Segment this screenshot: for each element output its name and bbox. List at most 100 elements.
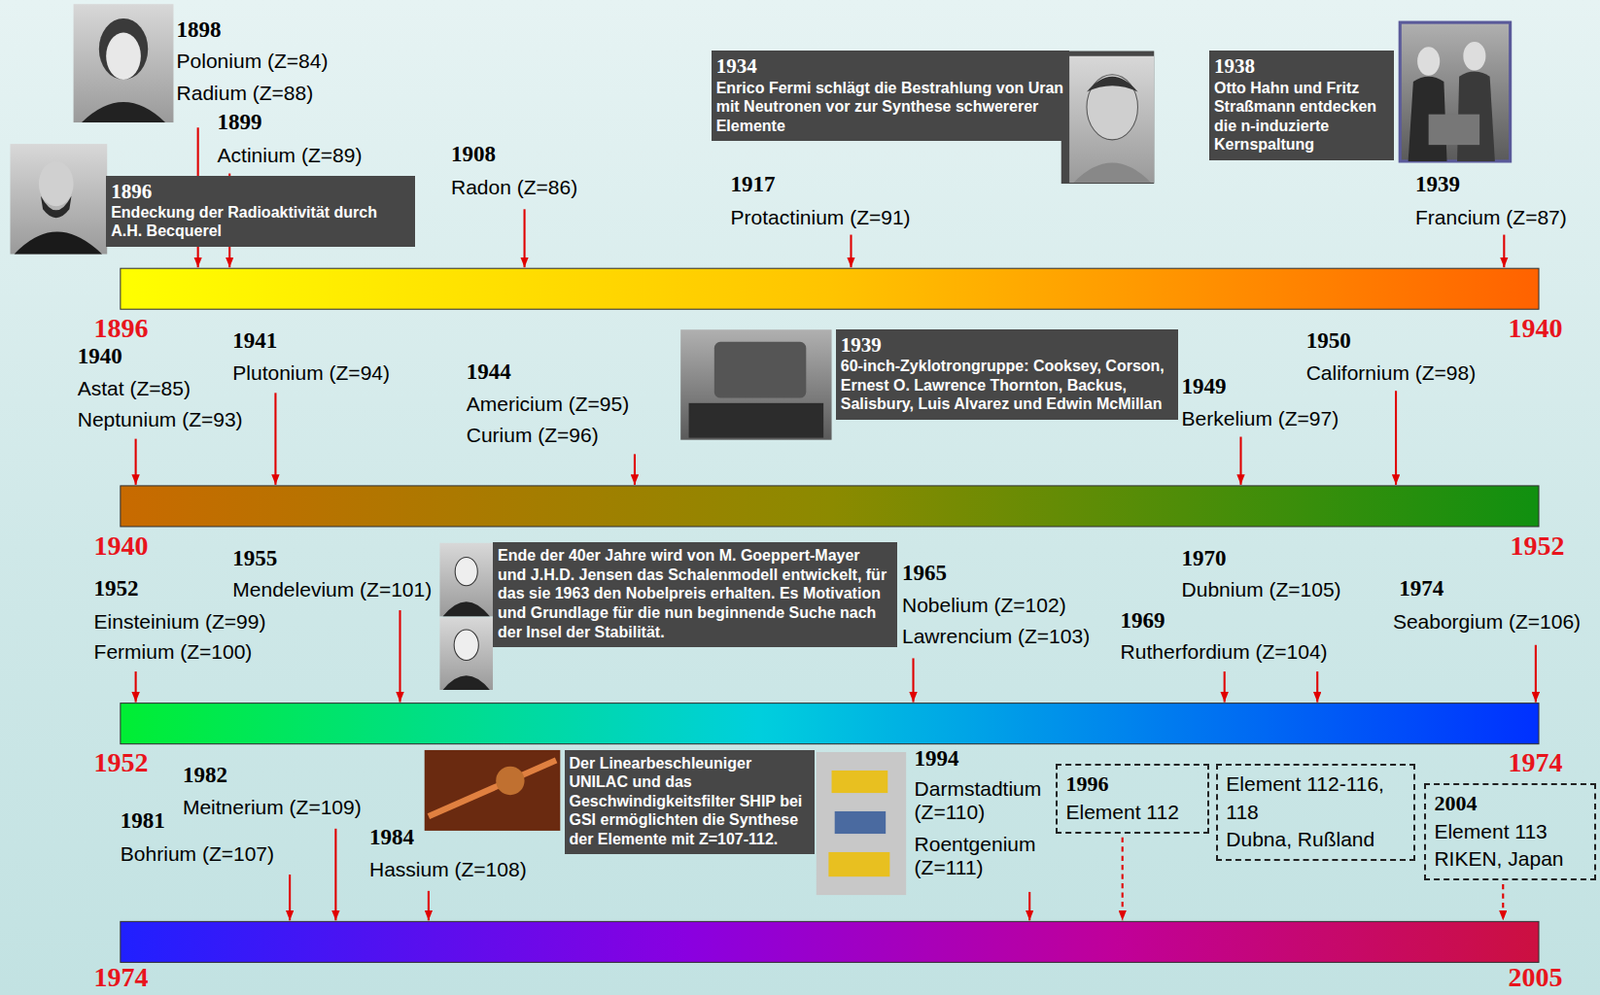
- element-label: Seaborgium (Z=106): [1392, 610, 1581, 634]
- photo-body: [443, 675, 490, 691]
- element-label: Polonium (Z=84): [176, 49, 329, 73]
- axis-year: 2005: [1508, 964, 1564, 992]
- box-text: Otto Hahn und Fritz Straßmann entdecken …: [1214, 78, 1389, 155]
- axis-year: 1896: [94, 314, 149, 343]
- year-label: 1974: [1398, 576, 1444, 602]
- portrait-photo: [73, 3, 174, 123]
- photo-face: [105, 33, 141, 80]
- axis-year: 1952: [94, 749, 149, 777]
- element-label: Astat (Z=85): [77, 377, 191, 401]
- photo-hair: [99, 18, 148, 80]
- photo-body: [443, 601, 490, 617]
- separator-photo: [816, 752, 906, 896]
- year-label: 1982: [182, 763, 228, 789]
- box-heading: 1996: [1065, 770, 1199, 800]
- year-label: 1949: [1182, 374, 1227, 400]
- portrait-photo: [439, 543, 493, 618]
- photo-frame: [816, 752, 906, 896]
- year-label: 1984: [369, 825, 415, 851]
- photo-face: [1462, 41, 1486, 70]
- element-label: Hassium (Z=108): [369, 858, 527, 882]
- timeline-bar: [120, 486, 1539, 527]
- photo-frame: [439, 617, 493, 691]
- dashed-leader-arrow: [1121, 837, 1124, 922]
- leader-arrow: [1239, 437, 1242, 486]
- photo-frame: [680, 329, 832, 440]
- year-label: 1952: [94, 576, 140, 602]
- box-text: Endeckung der Radioaktivität durch A.H. …: [110, 203, 410, 242]
- box-heading: 1896: [110, 179, 410, 204]
- year-label: 1994: [914, 746, 960, 772]
- element-label: Americium (Z=95): [466, 392, 629, 417]
- photo-body: [81, 102, 166, 123]
- element-label: Francium (Z=87): [1415, 206, 1567, 230]
- element-label: Nobelium (Z=102): [902, 593, 1067, 618]
- axis-year: 1974: [1508, 749, 1564, 777]
- axis-year: 1940: [1508, 314, 1564, 343]
- photo-hair: [1086, 76, 1138, 93]
- photo-frame: [1069, 56, 1154, 183]
- year-label: 1981: [120, 808, 166, 835]
- dashed-box: Element 112-116, 118Dubna, Rußland: [1216, 764, 1416, 862]
- year-label: 1908: [451, 141, 496, 168]
- photo-frame: [424, 750, 561, 832]
- element-label: Fermium (Z=100): [94, 640, 253, 664]
- year-label: 1898: [176, 17, 222, 43]
- leader-arrow: [1028, 892, 1031, 921]
- photo-frame: [1399, 22, 1510, 162]
- photo-face: [1086, 74, 1138, 140]
- box-text: Der Linearbeschleuniger UNILAC und das G…: [569, 754, 809, 850]
- leader-arrow: [334, 829, 337, 922]
- box-text: Ende der 40er Jahre wird von M. Goeppert…: [497, 546, 892, 642]
- note-box: 193960-inch-Zyklotrongruppe: Cooksey, Co…: [835, 329, 1180, 420]
- element-label: Plutonium (Z=94): [232, 361, 390, 385]
- dashed-leader-arrow: [1501, 884, 1504, 921]
- leader-arrow: [398, 610, 401, 703]
- note-box: 1896Endeckung der Radioaktivität durch A…: [105, 175, 416, 247]
- photo-body: [1073, 163, 1151, 183]
- axis-year: 1940: [94, 532, 149, 560]
- leader-arrow: [274, 392, 277, 486]
- lab-photo: [1399, 22, 1510, 162]
- leader-arrow: [1223, 671, 1226, 703]
- year-label: 1955: [232, 546, 278, 572]
- element-label: Curium (Z=96): [466, 423, 599, 448]
- leader-arrow: [1534, 645, 1537, 703]
- leader-arrow: [633, 453, 636, 486]
- year-label: 1969: [1120, 608, 1166, 634]
- element-label: Mendelevium (Z=101): [232, 578, 432, 602]
- year-label: 1917: [730, 172, 776, 198]
- element-label: Dubnium (Z=105): [1182, 578, 1342, 602]
- year-label: 1944: [466, 359, 512, 385]
- photo-frame: [439, 543, 493, 618]
- leader-arrow: [288, 874, 291, 921]
- year-label: 1941: [232, 328, 278, 354]
- element-label: Radium (Z=88): [176, 81, 314, 105]
- year-label: 1899: [217, 109, 263, 136]
- leader-arrow: [849, 235, 852, 269]
- element-label: Californium (Z=98): [1306, 361, 1476, 385]
- element-label: Bohrium (Z=107): [120, 842, 275, 867]
- leader-arrow: [135, 439, 138, 486]
- leader-arrow: [1394, 390, 1397, 486]
- box-text: Element 113: [1433, 818, 1586, 846]
- element-label: Neptunium (Z=93): [77, 408, 244, 432]
- year-label: 1970: [1182, 546, 1227, 572]
- portrait-photo: [439, 617, 493, 691]
- leader-arrow: [523, 208, 526, 268]
- photo-magnet: [834, 811, 886, 835]
- photo-face: [454, 556, 478, 586]
- note-box: 1934Enrico Fermi schlägt die Bestrahlung…: [711, 50, 1070, 141]
- axis-year: 1952: [1510, 532, 1566, 560]
- note-box: 1938Otto Hahn und Fritz Straßmann entdec…: [1209, 50, 1394, 160]
- box-text: Element 112: [1065, 799, 1199, 827]
- accelerator-photo: [424, 750, 561, 832]
- element-label: Rutherfordium (Z=104): [1120, 640, 1328, 664]
- photo-cavity: [495, 766, 524, 796]
- note-box: Der Linearbeschleuniger UNILAC und das G…: [564, 750, 815, 856]
- box-text: Enrico Fermi schlägt die Bestrahlung von…: [716, 78, 1064, 137]
- box-heading: 1934: [716, 54, 1064, 78]
- element-label: Lawrencium (Z=103): [902, 625, 1090, 649]
- photo-body: [14, 231, 103, 254]
- dashed-box: 1996Element 112: [1055, 764, 1209, 835]
